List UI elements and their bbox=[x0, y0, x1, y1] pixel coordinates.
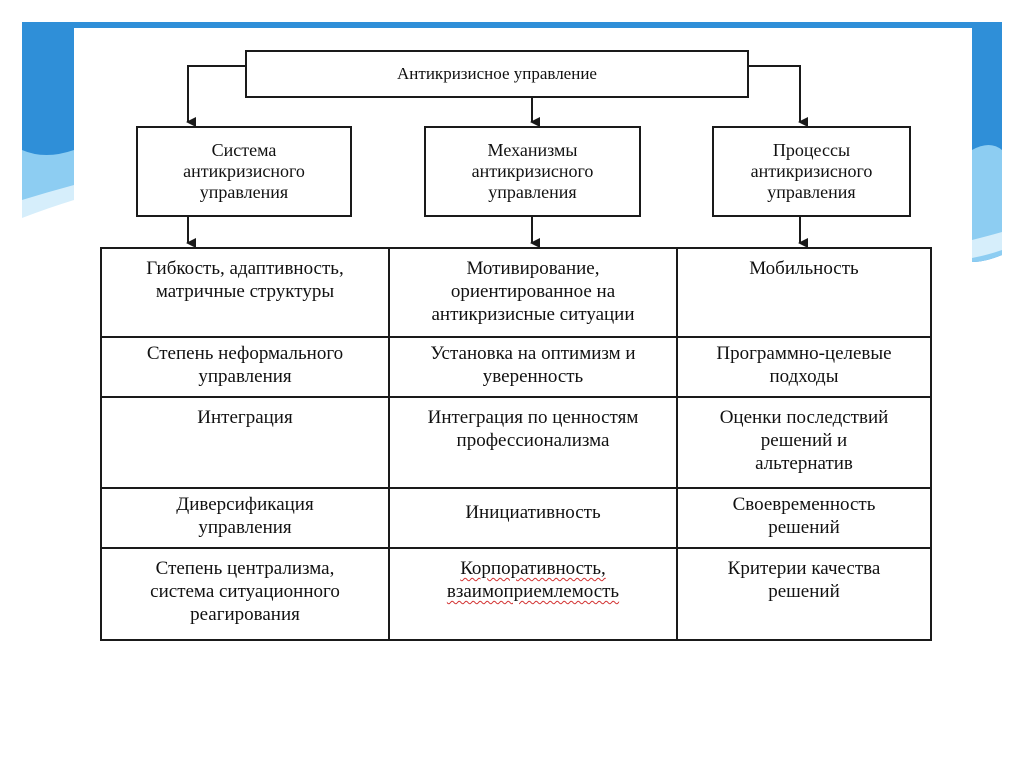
table-row: Гибкость, адаптивность, матричные структ… bbox=[100, 247, 932, 338]
root-node: Антикризисное управление bbox=[245, 50, 749, 98]
table-cell: Интеграция bbox=[100, 396, 390, 489]
table-row: Степень неформального управления Установ… bbox=[100, 336, 932, 398]
table-cell: Мобильность bbox=[676, 247, 932, 338]
branch-node-processes: Процессы антикризисного управления bbox=[712, 126, 911, 217]
table-cell: Диверсификация управления bbox=[100, 487, 390, 549]
table-cell: Своевременность решений bbox=[676, 487, 932, 549]
table-row: Диверсификация управления Инициативность… bbox=[100, 487, 932, 549]
table-cell: Корпоративность, взаимоприемлемость bbox=[388, 547, 678, 641]
table-cell: Гибкость, адаптивность, матричные структ… bbox=[100, 247, 390, 338]
table-row: Степень централизма, система ситуационно… bbox=[100, 547, 932, 641]
table-cell: Мотивирование, ориентированное на антикр… bbox=[388, 247, 678, 338]
table-cell: Степень неформального управления bbox=[100, 336, 390, 398]
table-cell: Программно-целевые подходы bbox=[676, 336, 932, 398]
table-cell: Установка на оптимизм и уверенность bbox=[388, 336, 678, 398]
root-to-processes-connector bbox=[748, 65, 808, 127]
properties-table: Гибкость, адаптивность, матричные структ… bbox=[100, 247, 932, 641]
table-cell: Критерии качества решений bbox=[676, 547, 932, 641]
branch-node-system: Система антикризисного управления bbox=[136, 126, 352, 217]
branch-node-mechanisms: Механизмы антикризисного управления bbox=[424, 126, 641, 217]
root-to-system-connector bbox=[186, 65, 246, 127]
table-cell: Степень централизма, система ситуационно… bbox=[100, 547, 390, 641]
table-cell: Оценки последствий решений и альтернатив bbox=[676, 396, 932, 489]
table-cell: Инициативность bbox=[388, 487, 678, 549]
table-row: Интеграция Интеграция по ценностям профе… bbox=[100, 396, 932, 489]
table-cell: Интеграция по ценностям профессионализма bbox=[388, 396, 678, 489]
